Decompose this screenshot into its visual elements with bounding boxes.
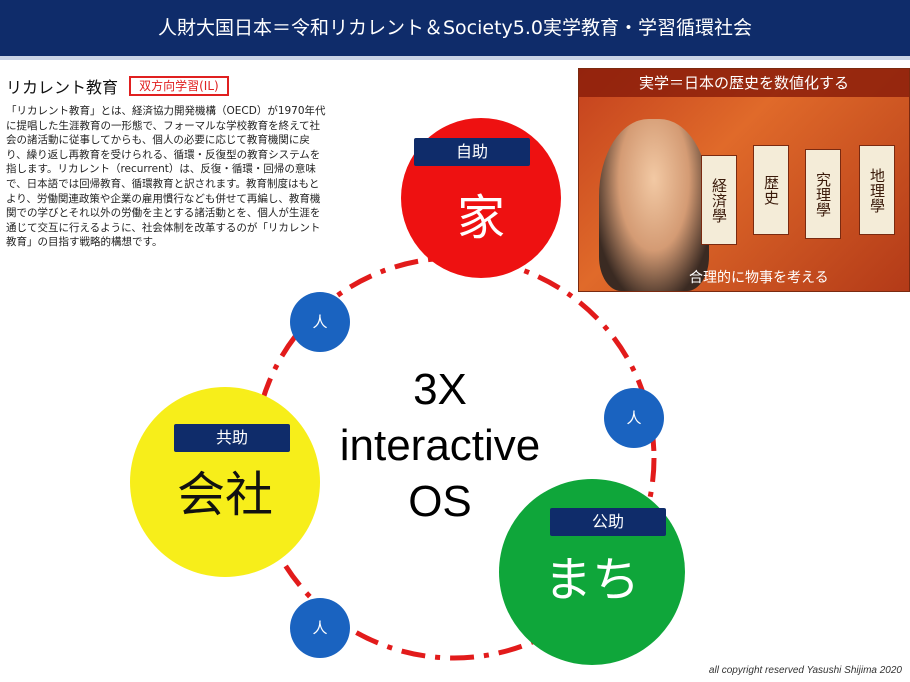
photo-caption: 合理的に物事を考える <box>689 270 829 286</box>
recurrent-education-panel: リカレント教育 双方向学習(IL) 「リカレント教育」とは、経済協力開発機構（O… <box>6 74 326 314</box>
center-line-1: 3X <box>413 365 467 414</box>
self-help-label: 自助 <box>414 138 530 166</box>
person-dot: 人 <box>290 598 350 658</box>
person-dot: 人 <box>290 292 350 352</box>
town-text: まち <box>543 552 640 608</box>
jitsugaku-image: 実学＝日本の歴史を数値化する 経済學 歴史 究理學 地理學 合理的に物事を考える <box>578 68 910 292</box>
center-line-3: OS <box>408 477 472 526</box>
photo-card: 究理學 <box>805 149 841 239</box>
photo-card: 経済學 <box>701 155 737 245</box>
mutual-help-label: 共助 <box>174 424 290 452</box>
copyright-text: all copyright reserved Yasushi Shijima 2… <box>708 665 902 676</box>
photo-card: 歴史 <box>753 145 789 235</box>
company-text: 会社 <box>176 467 273 523</box>
center-label: 3X interactive OS <box>320 362 560 530</box>
person-dot: 人 <box>604 388 664 448</box>
recurrent-body: 「リカレント教育」とは、経済協力開発機構（OECD）が1970年代に提唱した生涯… <box>6 105 326 249</box>
page-title: 人財大国日本＝令和リカレント＆Society5.0実学教育・学習循環社会 <box>157 17 752 39</box>
portrait-image <box>599 119 709 291</box>
recurrent-title: リカレント教育 <box>6 78 119 97</box>
home-text: 家 <box>456 190 505 246</box>
photo-title: 実学＝日本の歴史を数値化する <box>579 69 909 97</box>
photo-card: 地理學 <box>859 145 895 235</box>
page-title-bar: 人財大国日本＝令和リカレント＆Society5.0実学教育・学習循環社会 <box>0 0 910 56</box>
recurrent-tag: 双方向学習(IL) <box>129 76 229 96</box>
title-divider <box>0 56 910 60</box>
public-help-label: 公助 <box>550 508 666 536</box>
center-line-2: interactive <box>339 421 541 470</box>
